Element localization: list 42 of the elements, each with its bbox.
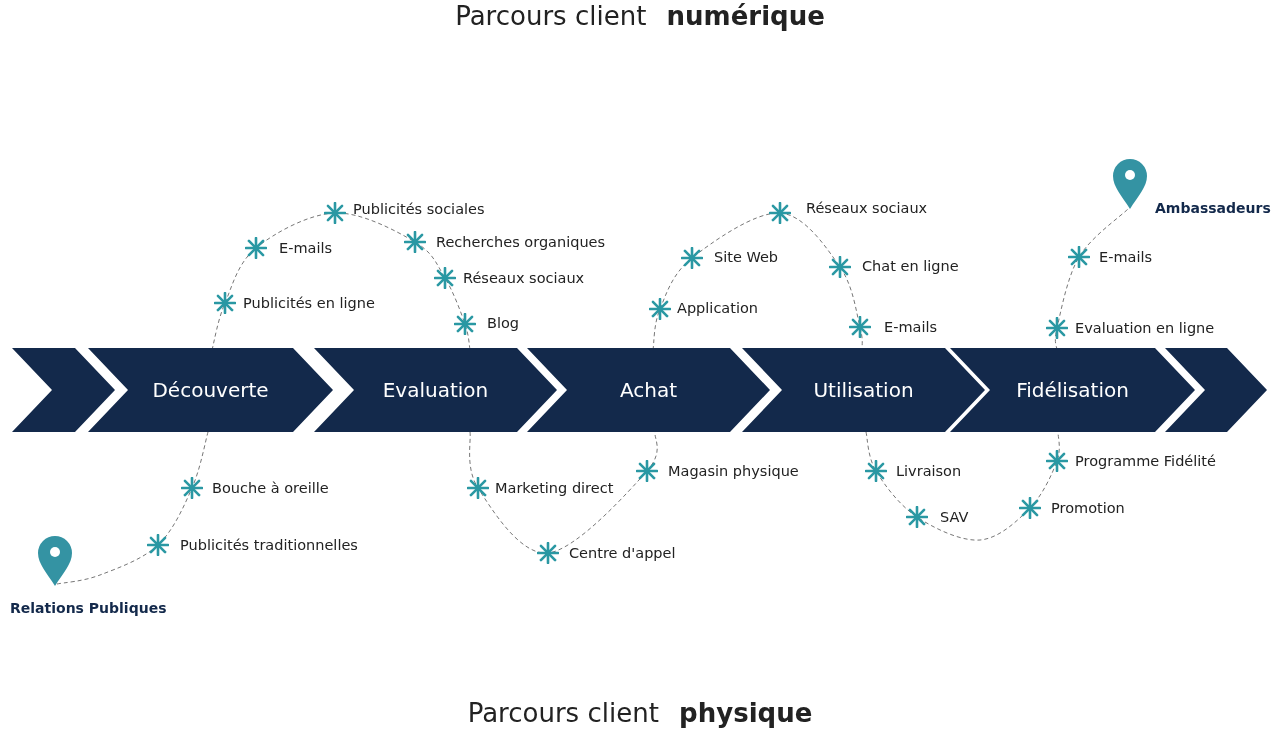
touchpoint-label: E-mails	[884, 318, 937, 337]
touchpoint-label: Marketing direct	[495, 479, 614, 498]
stage-label: Fidélisation	[1015, 377, 1130, 403]
dashed-line	[652, 212, 863, 351]
touchpoint-label: Bouche à oreille	[212, 479, 329, 498]
chevron-band	[527, 348, 770, 432]
touchpoint-label: Blog	[487, 314, 520, 333]
dashed-line	[469, 431, 658, 554]
touchpoint-label: Publicités traditionnelles	[180, 536, 358, 555]
touchpoint-label: E-mails	[1099, 248, 1152, 267]
dashed-line	[56, 431, 209, 585]
stage-label: Evaluation	[381, 377, 490, 403]
touchpoint-label: Programme Fidélité	[1075, 452, 1216, 471]
touchpoint-label: Réseaux sociaux	[806, 199, 928, 218]
touchpoint-label: Centre d'appel	[569, 544, 676, 563]
title: Parcours client numérique	[454, 0, 826, 32]
dashed-line	[865, 431, 1060, 541]
touchpoint-label: E-mails	[279, 239, 332, 258]
dashed-line	[211, 212, 471, 351]
touchpoint-label: Chat en ligne	[862, 257, 959, 276]
touchpoint-label: Recherches organiques	[436, 233, 606, 252]
touchpoint-label: Application	[677, 299, 759, 318]
dashed-line	[1054, 208, 1129, 351]
pin-label: Relations Publiques	[10, 599, 167, 618]
touchpoint-label: SAV	[940, 508, 969, 527]
touchpoint-label: Evaluation en ligne	[1075, 319, 1215, 338]
touchpoint-label: Magasin physique	[668, 462, 799, 481]
chevron-band	[314, 348, 557, 432]
chevron-band	[742, 348, 985, 432]
stage-label: Achat	[618, 377, 679, 403]
touchpoint-label: Promotion	[1051, 499, 1125, 518]
caption: Parcours client physique	[466, 697, 814, 729]
stage-label: Utilisation	[812, 377, 915, 403]
touchpoint-label: Réseaux sociaux	[463, 269, 585, 288]
touchpoint-label: Livraison	[896, 462, 962, 481]
stage-label: Découverte	[151, 377, 270, 403]
chevron-band	[12, 348, 115, 432]
pin-label: Ambassadeurs	[1155, 199, 1271, 218]
touchpoint-label: Publicités en ligne	[243, 294, 375, 313]
chevron-band	[1165, 348, 1267, 432]
touchpoint-label: Site Web	[714, 248, 779, 267]
touchpoint-label: Publicités sociales	[353, 200, 485, 219]
